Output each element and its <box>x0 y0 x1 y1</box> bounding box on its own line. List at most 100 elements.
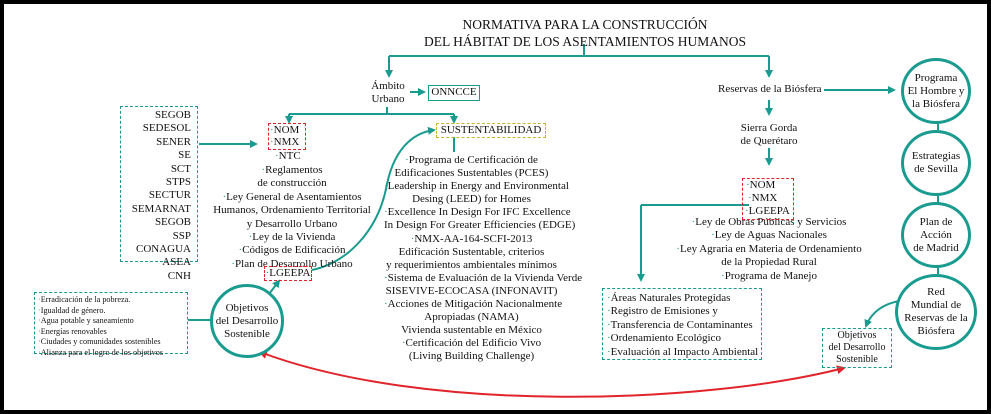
bullet-dot: · <box>38 316 41 325</box>
sierra-law-item: ·Ley Agraria en Materia de Ordenamiento <box>674 243 864 256</box>
sierra-law-item-text: Ley de Obras Públicas y Servicios <box>695 216 847 228</box>
sierra-law-item: ·Ley de Obras Públicas y Servicios <box>674 216 864 229</box>
agency-item: SECTUR <box>132 189 191 202</box>
agency-item-text: SENER <box>156 135 191 148</box>
sustainability-item: y requerimientos ambientales mínimos <box>384 259 559 272</box>
sierra-gorda-label: Sierra Gorda de Querétaro <box>724 122 814 148</box>
protected-area-item-text: Registro de Emisiones y <box>610 305 718 318</box>
objective-item-text: Energías renovables <box>40 326 107 336</box>
urban-norm-item: de construcción <box>212 177 372 190</box>
objetivos-circle-left: Objetivos del Desarrollo Sostenible <box>210 284 284 358</box>
sustainability-item-text: In Design For Greater Efficiencies (EDGE… <box>384 219 576 232</box>
ambito-line-2: Urbano <box>371 93 405 105</box>
objective-item-text: Alianza para el logro de los objetivos <box>40 347 164 357</box>
urban-norm-item-text: Ley General de Asentamientos <box>226 190 362 203</box>
objective-item: ·Agua potable y saneamiento <box>38 316 163 327</box>
bullet-dot: · <box>405 154 409 166</box>
bullet-dot: · <box>231 257 236 270</box>
bullet-dot: · <box>38 326 41 336</box>
bullet-dot: · <box>401 337 406 350</box>
protected-area-item-text: Ordenamiento Ecológico <box>610 332 721 345</box>
agency-item: CONAGUA <box>132 243 191 256</box>
sustainability-item: Apropiadas (NAMA) <box>384 311 559 324</box>
sustainability-item-text: y requerimientos ambientales mínimos <box>386 258 557 271</box>
urban-norm-item: ·Códigos de Edificación <box>212 244 372 257</box>
nmx-urban: ·NMX <box>270 136 300 148</box>
urban-norm-item: ·Reglamentos <box>212 164 372 177</box>
agency-item: CNH <box>132 270 191 283</box>
agency-item-text: CNH <box>167 269 191 282</box>
sustainability-item-text: Edificaciones Sustentables (PCES) <box>394 167 549 180</box>
protected-area-item: ·Áreas Naturales Protegidas <box>607 292 758 305</box>
bullet-dot: · <box>711 229 715 242</box>
sierra-laws-list: ·Ley de Obras Públicas y Servicios·Ley d… <box>674 216 864 283</box>
protected-area-item: ·Transferencia de Contaminantes <box>607 319 758 332</box>
urban-norm-item-text: y Desarrollo Urbano <box>246 217 338 230</box>
objective-item-text: Igualdad de género. <box>40 305 106 315</box>
sustainability-item-text: Acciones de Mitigación Nacionalmente <box>387 298 563 311</box>
sustainability-item-text: Leadership in Energy and Environmental <box>387 180 569 193</box>
bullet-dot: · <box>238 244 243 257</box>
sustainability-item: ·Leadership in Energy and Environmental <box>384 180 569 193</box>
lgeepa-sierra: ·LGEEPA <box>745 205 790 217</box>
bullet-dot: · <box>384 271 388 284</box>
reservas-label: Reservas de la Biósfera <box>718 83 822 95</box>
bullet-dot: · <box>38 305 41 315</box>
sustainability-item-text: Certificación del Edificio Vivo <box>405 337 542 350</box>
sustainability-item-text: Edificación Sustentable, criterios <box>398 245 545 258</box>
protected-areas-box: ·Áreas Naturales Protegidas·Registro de … <box>602 288 762 360</box>
ambito-line-1: Ámbito <box>371 80 405 92</box>
protected-area-item: ·Registro de Emisiones y <box>607 305 758 318</box>
bullet-dot: · <box>38 295 41 304</box>
ntc-urban: ·NTC <box>275 150 301 162</box>
bullet-dot: · <box>38 347 41 357</box>
sustainability-item-text: SISEVIVE-ECOCASA (INFONAVIT) <box>385 284 558 297</box>
sierra-line-1: Sierra Gorda <box>740 122 798 134</box>
agency-item: STPS <box>132 176 191 189</box>
agency-item-text: SEDESOL <box>142 122 191 135</box>
sustainability-item-text: Desing (LEED) for Homes <box>412 193 531 206</box>
bullet-dot: · <box>691 216 696 228</box>
urban-norm-item: ·Ley General de Asentamientos <box>212 191 372 204</box>
urban-norm-item-text: Ley de la Vivienda <box>252 231 336 244</box>
title-line-2: DEL HÁBITAT DE LOS ASENTAMIENTOS HUMANOS <box>424 34 746 49</box>
objective-item: ·Igualdad de género. <box>38 306 163 317</box>
sustainability-item: Desing (LEED) for Homes <box>384 193 559 206</box>
urban-norm-item-text: Humanos, Ordenamiento Territorial <box>213 204 371 217</box>
title-line-1: NORMATIVA PARA LA CONSTRUCCIÓN <box>462 17 708 32</box>
nom-nmx-lgeepa-box-sierra <box>742 178 794 220</box>
sustainability-item: ·NMX-AA-164-SCFI-2013 <box>384 233 559 246</box>
agency-item-text: SEGOB <box>154 109 191 121</box>
sierra-line-2: de Querétaro <box>740 135 798 147</box>
bullet-dot: · <box>721 269 725 282</box>
sierra-law-item-text: de la Propiedad Rural <box>721 256 817 269</box>
agency-item-text: STPS <box>165 176 191 189</box>
objective-item: ·Ciudades y comunidades sostenibles <box>38 337 163 348</box>
sustainability-item: Edificación Sustentable, criterios <box>384 246 559 259</box>
agency-item-text: ASEA <box>162 256 191 269</box>
agency-item: SENER <box>132 136 191 149</box>
sustainability-item: Edificaciones Sustentables (PCES) <box>384 167 559 180</box>
bullet-dot: · <box>607 305 611 318</box>
sustainability-item: ·Programa de Certificación de <box>384 154 559 167</box>
agency-item-text: SEGOB <box>154 216 191 229</box>
urban-norm-item: Humanos, Ordenamiento Territorial <box>212 204 372 217</box>
bullet-dot: · <box>607 318 611 331</box>
agency-item-text: SCT <box>170 162 191 175</box>
agency-item-text: CONAGUA <box>136 243 191 256</box>
sustainability-item: SISEVIVE-ECOCASA (INFONAVIT) <box>384 285 559 298</box>
objective-item: ·Erradicación de la pobreza. <box>38 295 163 306</box>
nmx-sierra: ·NMX <box>748 192 778 204</box>
bullet-dot: · <box>676 242 680 255</box>
bullet-dot: · <box>607 292 611 304</box>
sustainability-item-text: Programa de Certificación de <box>408 154 538 166</box>
sierra-law-item: de la Propiedad Rural <box>674 256 864 269</box>
diagram-canvas: { "title": { "line1": "NORMATIVA PARA LA… <box>4 4 987 410</box>
urban-norm-item-text: Reglamentos <box>265 164 323 176</box>
nom-urban: ·NOM <box>270 124 300 136</box>
objective-item: ·Energías renovables <box>38 327 163 338</box>
sustainability-item-text: Vivienda sustentable en México <box>401 324 542 337</box>
